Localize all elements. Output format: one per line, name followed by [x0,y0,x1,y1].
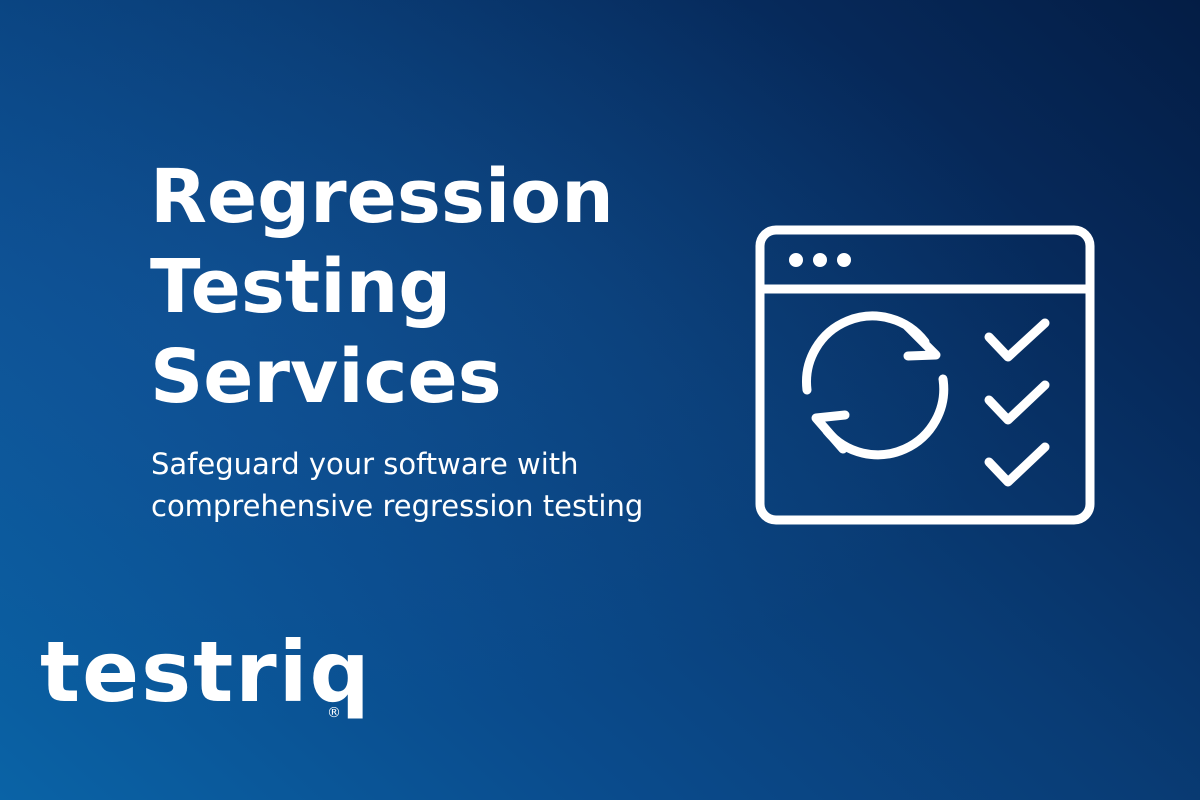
window-dot [837,253,851,267]
checkmark-icon [984,380,1050,425]
headline-line-1: Regression [150,154,614,240]
window-dot [813,253,827,267]
refresh-arrowhead-lower [811,410,850,454]
browser-window-icon [755,225,1095,525]
checkmark-icon [984,318,1050,362]
subtitle-line-1: Safeguard your software with [151,447,579,481]
window-frame [755,225,1095,525]
testriq-logo: testriq ® [40,622,372,722]
checkmark-list [984,318,1050,487]
checkmark-icon [984,442,1050,487]
registered-trademark-icon: ® [327,705,341,721]
window-dot [789,253,803,267]
subtitle-line-2: comprehensive regression testing [151,489,644,523]
headline-line-3: Services [150,334,502,420]
logo-wordmark: testriq [40,623,372,721]
subtitle: Safeguard your software with comprehensi… [151,443,751,527]
refresh-arrowhead-upper [902,321,941,361]
headline-line-2: Testing [150,244,452,330]
window-dots-icon [789,253,851,267]
headline: Regression Testing Services [150,152,710,422]
refresh-cycle-icon [802,311,949,460]
